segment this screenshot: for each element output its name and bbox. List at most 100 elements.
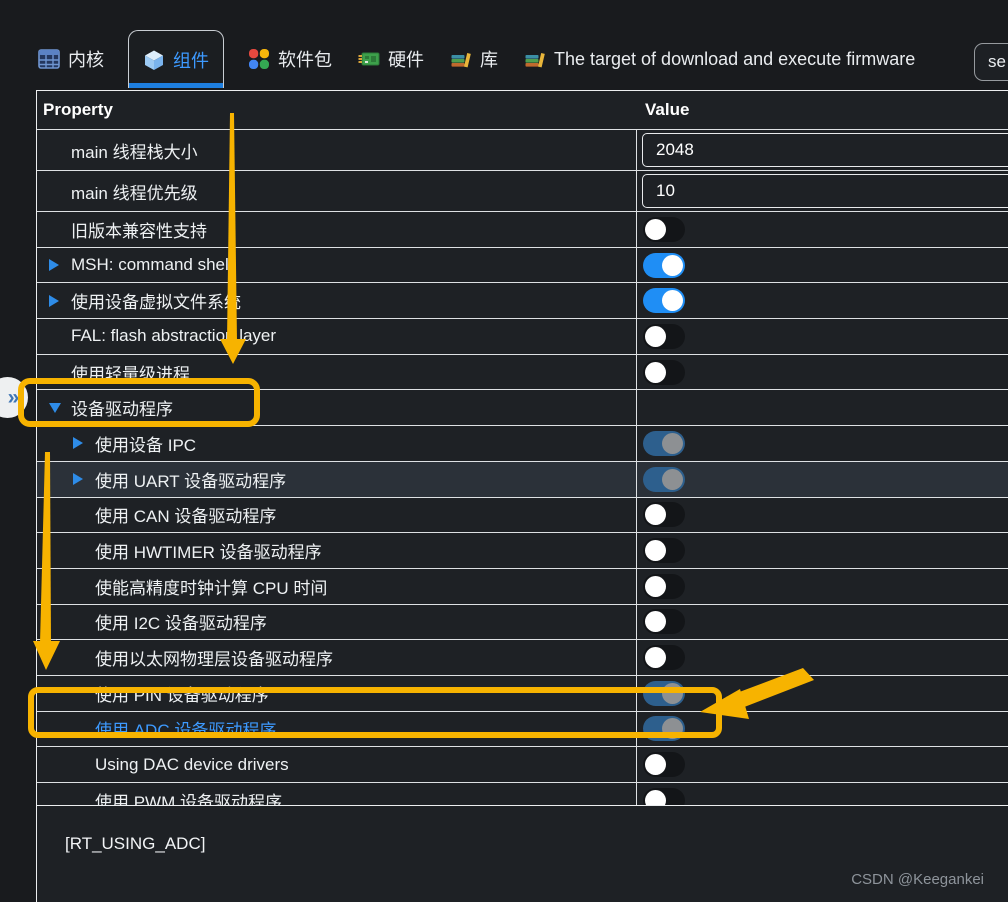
table-row[interactable]: 使用以太网物理层设备驱动程序 bbox=[37, 640, 1008, 676]
table-row[interactable]: 使用设备虚拟文件系统 bbox=[37, 283, 1008, 320]
row-label: main 线程优先级 bbox=[71, 183, 198, 203]
toggle-switch[interactable] bbox=[643, 430, 685, 456]
table-row[interactable]: 使用 I2C 设备驱动程序 bbox=[37, 604, 1008, 641]
row-value bbox=[637, 533, 1008, 568]
toggle-knob bbox=[645, 647, 666, 669]
expand-arrow-icon[interactable] bbox=[73, 437, 83, 450]
row-label: 使用设备 IPC bbox=[95, 435, 197, 455]
table-row[interactable]: Using DAC device drivers bbox=[37, 747, 1008, 783]
property-cell: 使用设备 IPC bbox=[37, 426, 637, 461]
table-row[interactable]: MSH: command shell bbox=[37, 247, 1008, 284]
tab-hardware[interactable]: 硬件 bbox=[356, 30, 426, 88]
row-value: 2048 bbox=[637, 130, 1008, 170]
table-row[interactable]: 旧版本兼容性支持 bbox=[37, 212, 1008, 248]
toggle-switch[interactable] bbox=[643, 680, 685, 706]
tab-label: 组件 bbox=[173, 50, 209, 71]
table-row[interactable]: 使用 UART 设备驱动程序 bbox=[37, 461, 1008, 498]
toggle-switch[interactable] bbox=[643, 252, 685, 278]
table-row[interactable]: 设备驱动程序 bbox=[37, 390, 1008, 427]
row-value bbox=[637, 747, 1008, 782]
property-cell: 使用 CAN 设备驱动程序 bbox=[37, 497, 637, 533]
toggle-switch[interactable] bbox=[643, 466, 685, 492]
toggle-knob bbox=[662, 254, 683, 276]
row-label: 使用 PIN 设备驱动程序 bbox=[95, 685, 269, 705]
row-value bbox=[637, 355, 1008, 390]
table-row[interactable]: main 线程栈大小 2048 bbox=[37, 130, 1008, 171]
toggle-knob bbox=[662, 468, 683, 490]
row-value: 10 bbox=[637, 171, 1008, 211]
tab-label: The target of download and execute firmw… bbox=[554, 48, 916, 69]
tab-label: 硬件 bbox=[388, 50, 424, 70]
row-label: 使用 I2C 设备驱动程序 bbox=[95, 614, 267, 634]
toggle-switch[interactable] bbox=[643, 752, 685, 778]
tab-label: 库 bbox=[480, 50, 498, 70]
row-value bbox=[637, 676, 1008, 711]
table-row[interactable]: 使用 PIN 设备驱动程序 bbox=[37, 675, 1008, 712]
table-row[interactable]: main 线程优先级 10 bbox=[37, 171, 1008, 212]
tab-library[interactable]: 库 bbox=[448, 30, 500, 88]
collapse-panel-button[interactable]: » bbox=[0, 377, 28, 418]
row-value bbox=[637, 212, 1008, 247]
property-cell: 使用 ADC 设备驱动程序 bbox=[37, 711, 637, 747]
tab-kernel[interactable]: 内核 bbox=[36, 30, 106, 88]
table-row[interactable]: 使用设备 IPC bbox=[37, 426, 1008, 462]
toggle-switch[interactable] bbox=[643, 288, 685, 314]
value-input[interactable]: 2048 bbox=[642, 133, 1008, 167]
row-label: MSH: command shell bbox=[71, 255, 233, 275]
property-table-body: main 线程栈大小 2048 main 线程优先级 10 旧版本兼容性支持 M… bbox=[37, 130, 1008, 819]
row-value bbox=[637, 319, 1008, 354]
row-label: main 线程栈大小 bbox=[71, 142, 198, 162]
toggle-knob bbox=[662, 682, 683, 704]
row-label: 使能高精度时钟计算 CPU 时间 bbox=[95, 578, 328, 598]
expand-arrow-icon[interactable] bbox=[49, 402, 61, 413]
row-label: 使用 UART 设备驱动程序 bbox=[95, 471, 287, 491]
toggle-knob bbox=[662, 432, 683, 454]
property-cell: 使用 UART 设备驱动程序 bbox=[37, 461, 637, 497]
toggle-knob bbox=[645, 754, 666, 776]
toggle-switch[interactable] bbox=[643, 609, 685, 635]
table-row[interactable]: FAL: flash abstraction layer bbox=[37, 319, 1008, 355]
table-row[interactable]: 使用轻量级进程 bbox=[37, 354, 1008, 391]
row-label: 旧版本兼容性支持 bbox=[71, 221, 207, 241]
search-button[interactable]: se bbox=[974, 43, 1008, 81]
expand-arrow-icon[interactable] bbox=[49, 294, 59, 307]
table-row[interactable]: 使能高精度时钟计算 CPU 时间 bbox=[37, 568, 1008, 605]
toggle-switch[interactable] bbox=[643, 359, 685, 385]
property-cell: 使用轻量级进程 bbox=[37, 354, 637, 390]
table-row[interactable]: 使用 CAN 设备驱动程序 bbox=[37, 497, 1008, 534]
tab-components[interactable]: 组件 bbox=[128, 30, 224, 88]
row-label: 使用 HWTIMER 设备驱动程序 bbox=[95, 543, 322, 563]
property-cell: 使能高精度时钟计算 CPU 时间 bbox=[37, 568, 637, 604]
row-label: 使用以太网物理层设备驱动程序 bbox=[95, 650, 333, 670]
property-cell: 旧版本兼容性支持 bbox=[37, 212, 637, 247]
property-cell: 使用以太网物理层设备驱动程序 bbox=[37, 640, 637, 675]
toggle-knob bbox=[645, 575, 666, 597]
packages-clover-icon bbox=[249, 49, 269, 69]
expand-arrow-icon[interactable] bbox=[73, 473, 83, 486]
toggle-switch[interactable] bbox=[643, 716, 685, 742]
property-cell: 使用 PIN 设备驱动程序 bbox=[37, 675, 637, 711]
expand-arrow-icon[interactable] bbox=[49, 259, 59, 272]
property-cell: FAL: flash abstraction layer bbox=[37, 319, 637, 354]
double-chevron-right-icon: » bbox=[7, 385, 20, 409]
table-row[interactable]: 使用 HWTIMER 设备驱动程序 bbox=[37, 533, 1008, 569]
row-label: 使用 ADC 设备驱动程序 bbox=[95, 721, 277, 741]
value-input[interactable]: 10 bbox=[642, 174, 1008, 208]
toggle-switch[interactable] bbox=[643, 538, 685, 564]
tab-firmware-target[interactable]: The target of download and execute firmw… bbox=[522, 30, 917, 88]
search-button-label: se bbox=[988, 52, 1006, 71]
toggle-switch[interactable] bbox=[643, 502, 685, 528]
library-books-icon bbox=[451, 53, 471, 68]
row-label: Using DAC device drivers bbox=[95, 754, 289, 774]
property-cell: main 线程优先级 bbox=[37, 171, 637, 211]
toggle-switch[interactable] bbox=[643, 216, 685, 242]
property-cell: 使用 I2C 设备驱动程序 bbox=[37, 604, 637, 640]
watermark: CSDN @Keegankei bbox=[851, 871, 984, 888]
table-row[interactable]: 使用 ADC 设备驱动程序 bbox=[37, 711, 1008, 748]
row-value bbox=[637, 569, 1008, 604]
tab-packages[interactable]: 软件包 bbox=[246, 30, 334, 88]
toggle-switch[interactable] bbox=[643, 573, 685, 599]
toggle-switch[interactable] bbox=[643, 323, 685, 349]
toggle-switch[interactable] bbox=[643, 645, 685, 671]
property-cell: main 线程栈大小 bbox=[37, 130, 637, 170]
